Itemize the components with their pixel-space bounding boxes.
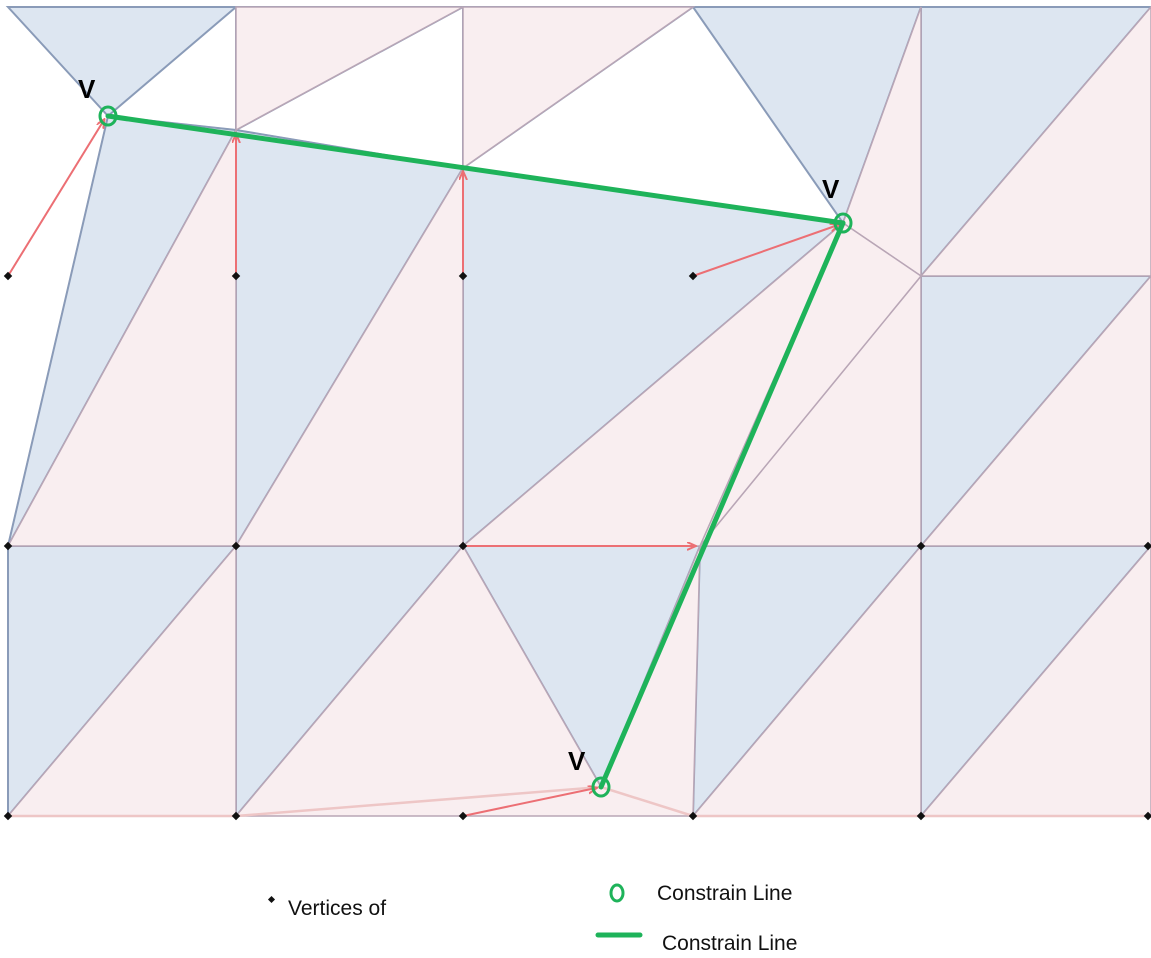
grid-vertex bbox=[458, 271, 468, 281]
displacement-arrows bbox=[7, 120, 838, 817]
grid-vertex bbox=[1143, 541, 1151, 551]
legend-vertex-marker bbox=[267, 895, 276, 904]
grid-vertex bbox=[1143, 811, 1151, 821]
legend-vertices-label: Vertices of bbox=[288, 897, 386, 920]
vertex-label-1: V bbox=[78, 74, 96, 104]
constraint-vertex-2 bbox=[833, 212, 853, 234]
vertex-label-2: V bbox=[822, 174, 840, 204]
constraint-line-right bbox=[598, 220, 846, 790]
legend: Vertices of Constrain Line Constrain Lin… bbox=[267, 882, 797, 955]
constraint-vertex-3 bbox=[591, 776, 611, 798]
constraint-vertices bbox=[98, 105, 853, 798]
arrow-4 bbox=[692, 225, 838, 277]
legend-constraint-vertex-label: Constrain Line bbox=[657, 882, 792, 905]
grid-vertex bbox=[458, 811, 468, 821]
grid-vertex bbox=[688, 811, 698, 821]
grid-vertex bbox=[916, 811, 926, 821]
mesh-pink-halves bbox=[6, 5, 1151, 818]
grid-vertex bbox=[231, 271, 241, 281]
constraint-lines bbox=[105, 113, 846, 790]
grid-vertex bbox=[916, 541, 926, 551]
legend-constraint-line-label: Constrain Line bbox=[662, 932, 797, 955]
grid-vertex bbox=[458, 541, 468, 551]
vertex-label-3: V bbox=[568, 746, 586, 776]
grid-vertex bbox=[688, 271, 698, 281]
constraint-vertex-1 bbox=[98, 105, 118, 127]
grid-vertex bbox=[3, 271, 13, 281]
legend-constraint-vertex-marker bbox=[609, 883, 625, 903]
arrow-1 bbox=[7, 120, 104, 277]
constraint-line-top bbox=[105, 113, 846, 226]
arrow-6 bbox=[462, 788, 596, 817]
vertex-labels: V V V bbox=[78, 74, 840, 776]
